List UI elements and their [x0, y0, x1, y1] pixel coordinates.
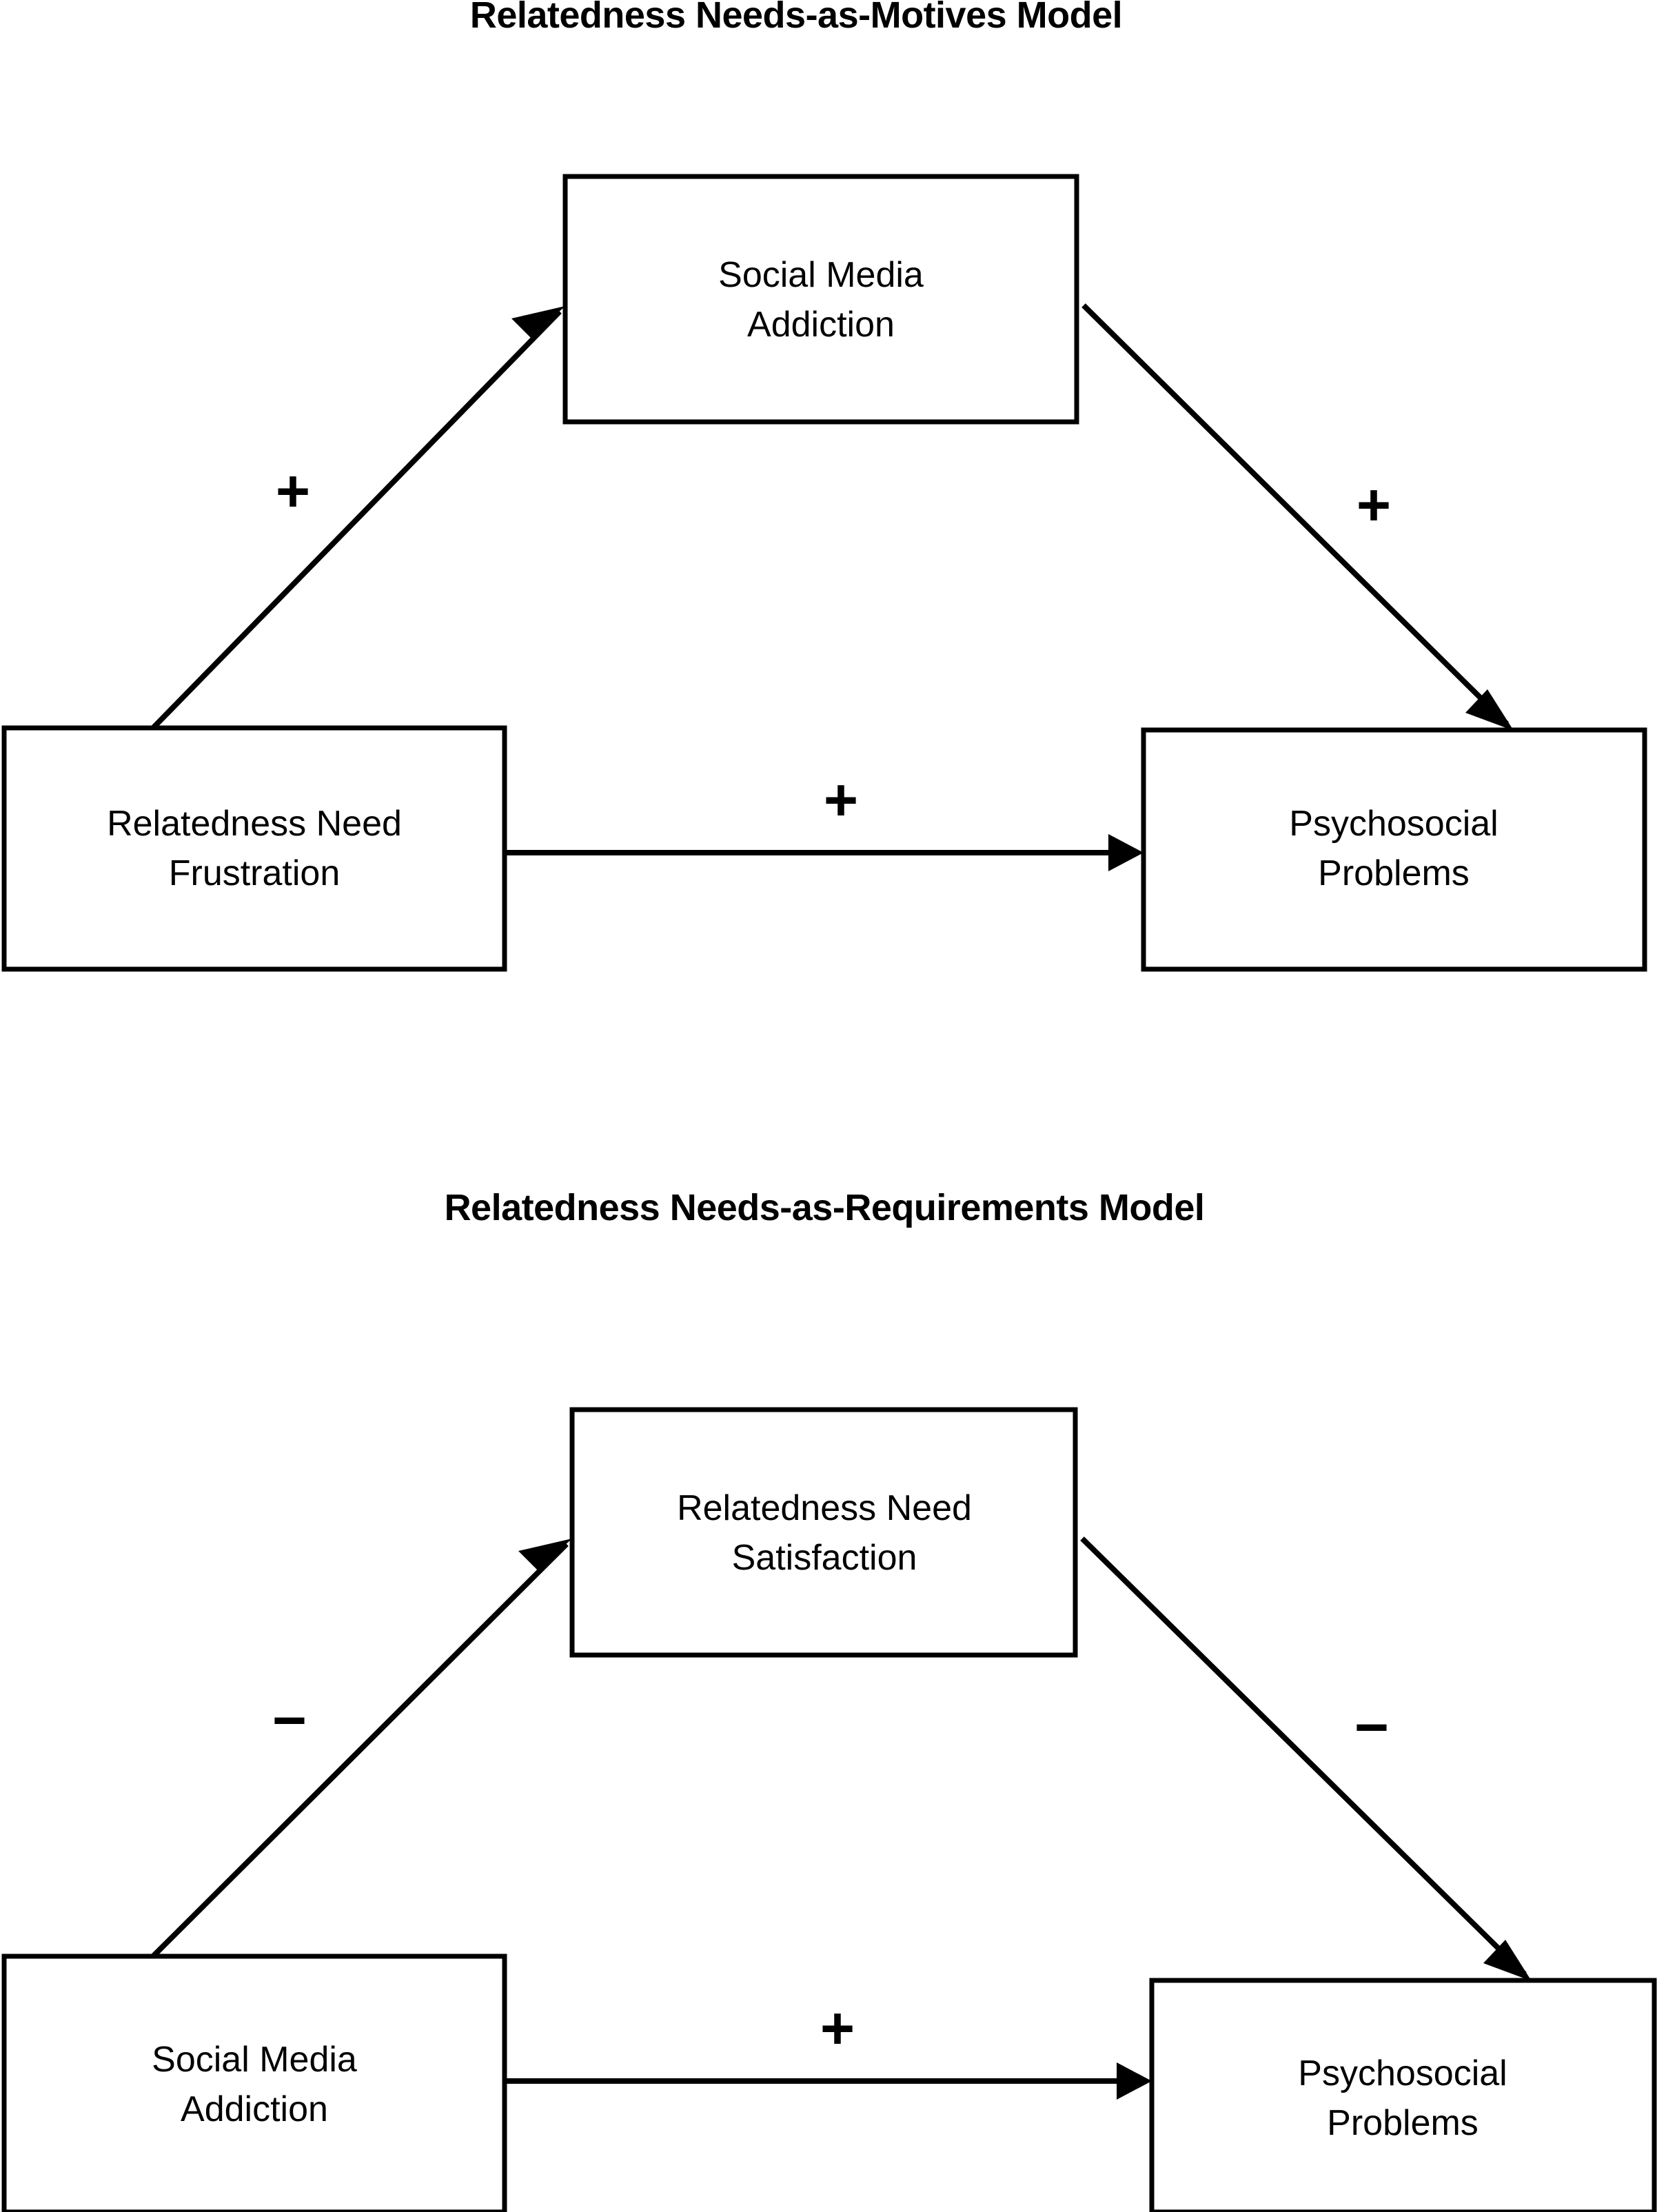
model-1-arrowhead-outcome-top	[1465, 689, 1514, 731]
model-2-sign-predictor-to-mediator: −	[272, 1687, 307, 1754]
model-1-path-predictor-to-outcome: +	[505, 767, 1144, 871]
model-1-predictor-box[interactable]	[1, 725, 507, 972]
model-2-path-mediator-to-outcome: −	[1080, 1536, 1532, 1981]
model-2-node-outcome[interactable]: Psychosocial Problems	[1149, 1978, 1657, 2212]
model-2-sign-mediator-to-outcome: −	[1354, 1694, 1389, 1761]
model-1-predictor-label-line2: Frustration	[169, 853, 341, 893]
model-2-path-predictor-to-outcome: +	[505, 1996, 1152, 2100]
model-1-edge-mediator-to-outcome	[1081, 303, 1509, 726]
model-2-node-predictor[interactable]: Social Media Addiction	[1, 1954, 507, 2212]
model-1-sign-predictor-to-mediator: +	[276, 458, 310, 525]
model-needs-as-requirements: Relatedness Needs-as-Requirements Model …	[1, 1187, 1657, 2212]
model-1-sign-mediator-to-outcome: +	[1357, 472, 1391, 538]
model-1-node-mediator[interactable]: Social Media Addiction	[562, 174, 1079, 425]
model-1-arrowhead-outcome-left	[1108, 834, 1144, 871]
model-2-sign-predictor-to-outcome: +	[820, 1996, 855, 2062]
model-2-mediator-label-line1: Relatedness Need	[677, 1488, 972, 1528]
model-2-node-mediator[interactable]: Relatedness Need Satisfaction	[569, 1407, 1078, 1658]
model-1-mediator-label-line2: Addiction	[747, 305, 895, 345]
model-1-node-predictor[interactable]: Relatedness Need Frustration	[1, 725, 507, 972]
model-2-outcome-label-line1: Psychosocial	[1298, 2053, 1507, 2093]
model-1-arrowhead-mediator-left	[511, 306, 565, 338]
model-1-mediator-box[interactable]	[562, 174, 1079, 425]
model-1-path-predictor-to-mediator: +	[151, 306, 565, 730]
model-1-mediator-label-line1: Social Media	[718, 255, 924, 295]
model-2-arrowhead-outcome-top	[1483, 1940, 1532, 1981]
model-1-node-outcome[interactable]: Psychosocial Problems	[1141, 727, 1647, 972]
model-1-title: Relatedness Needs-as-Motives Model	[470, 0, 1122, 36]
model-2-predictor-label-line1: Social Media	[152, 2040, 357, 2080]
model-1-predictor-label-line1: Relatedness Need	[107, 804, 402, 844]
model-2-predictor-label-line2: Addiction	[181, 2089, 328, 2129]
model-2-title: Relatedness Needs-as-Requirements Model	[445, 1187, 1205, 1228]
model-2-predictor-box[interactable]	[1, 1954, 507, 2212]
model-needs-as-motives: Relatedness Needs-as-Motives Model Socia…	[1, 0, 1647, 972]
model-2-arrowhead-outcome-left	[1117, 2062, 1152, 2100]
model-2-outcome-label-line2: Problems	[1327, 2103, 1479, 2143]
model-2-path-predictor-to-mediator: −	[151, 1539, 572, 1958]
model-2-edge-predictor-to-mediator	[151, 1542, 569, 1958]
model-2-mediator-label-line2: Satisfaction	[732, 1538, 917, 1578]
model-1-outcome-label-line1: Psychosocial	[1289, 804, 1498, 844]
model-2-edge-mediator-to-outcome	[1080, 1536, 1527, 1976]
model-2-outcome-box[interactable]	[1149, 1978, 1657, 2212]
model-1-outcome-label-line2: Problems	[1318, 853, 1470, 893]
model-2-arrowhead-mediator-left	[518, 1539, 572, 1570]
model-2-mediator-box[interactable]	[569, 1407, 1078, 1658]
model-1-edge-predictor-to-mediator	[151, 310, 562, 730]
model-1-sign-predictor-to-outcome: +	[824, 767, 858, 833]
model-1-outcome-box[interactable]	[1141, 727, 1647, 972]
model-1-path-mediator-to-outcome: +	[1081, 303, 1514, 731]
